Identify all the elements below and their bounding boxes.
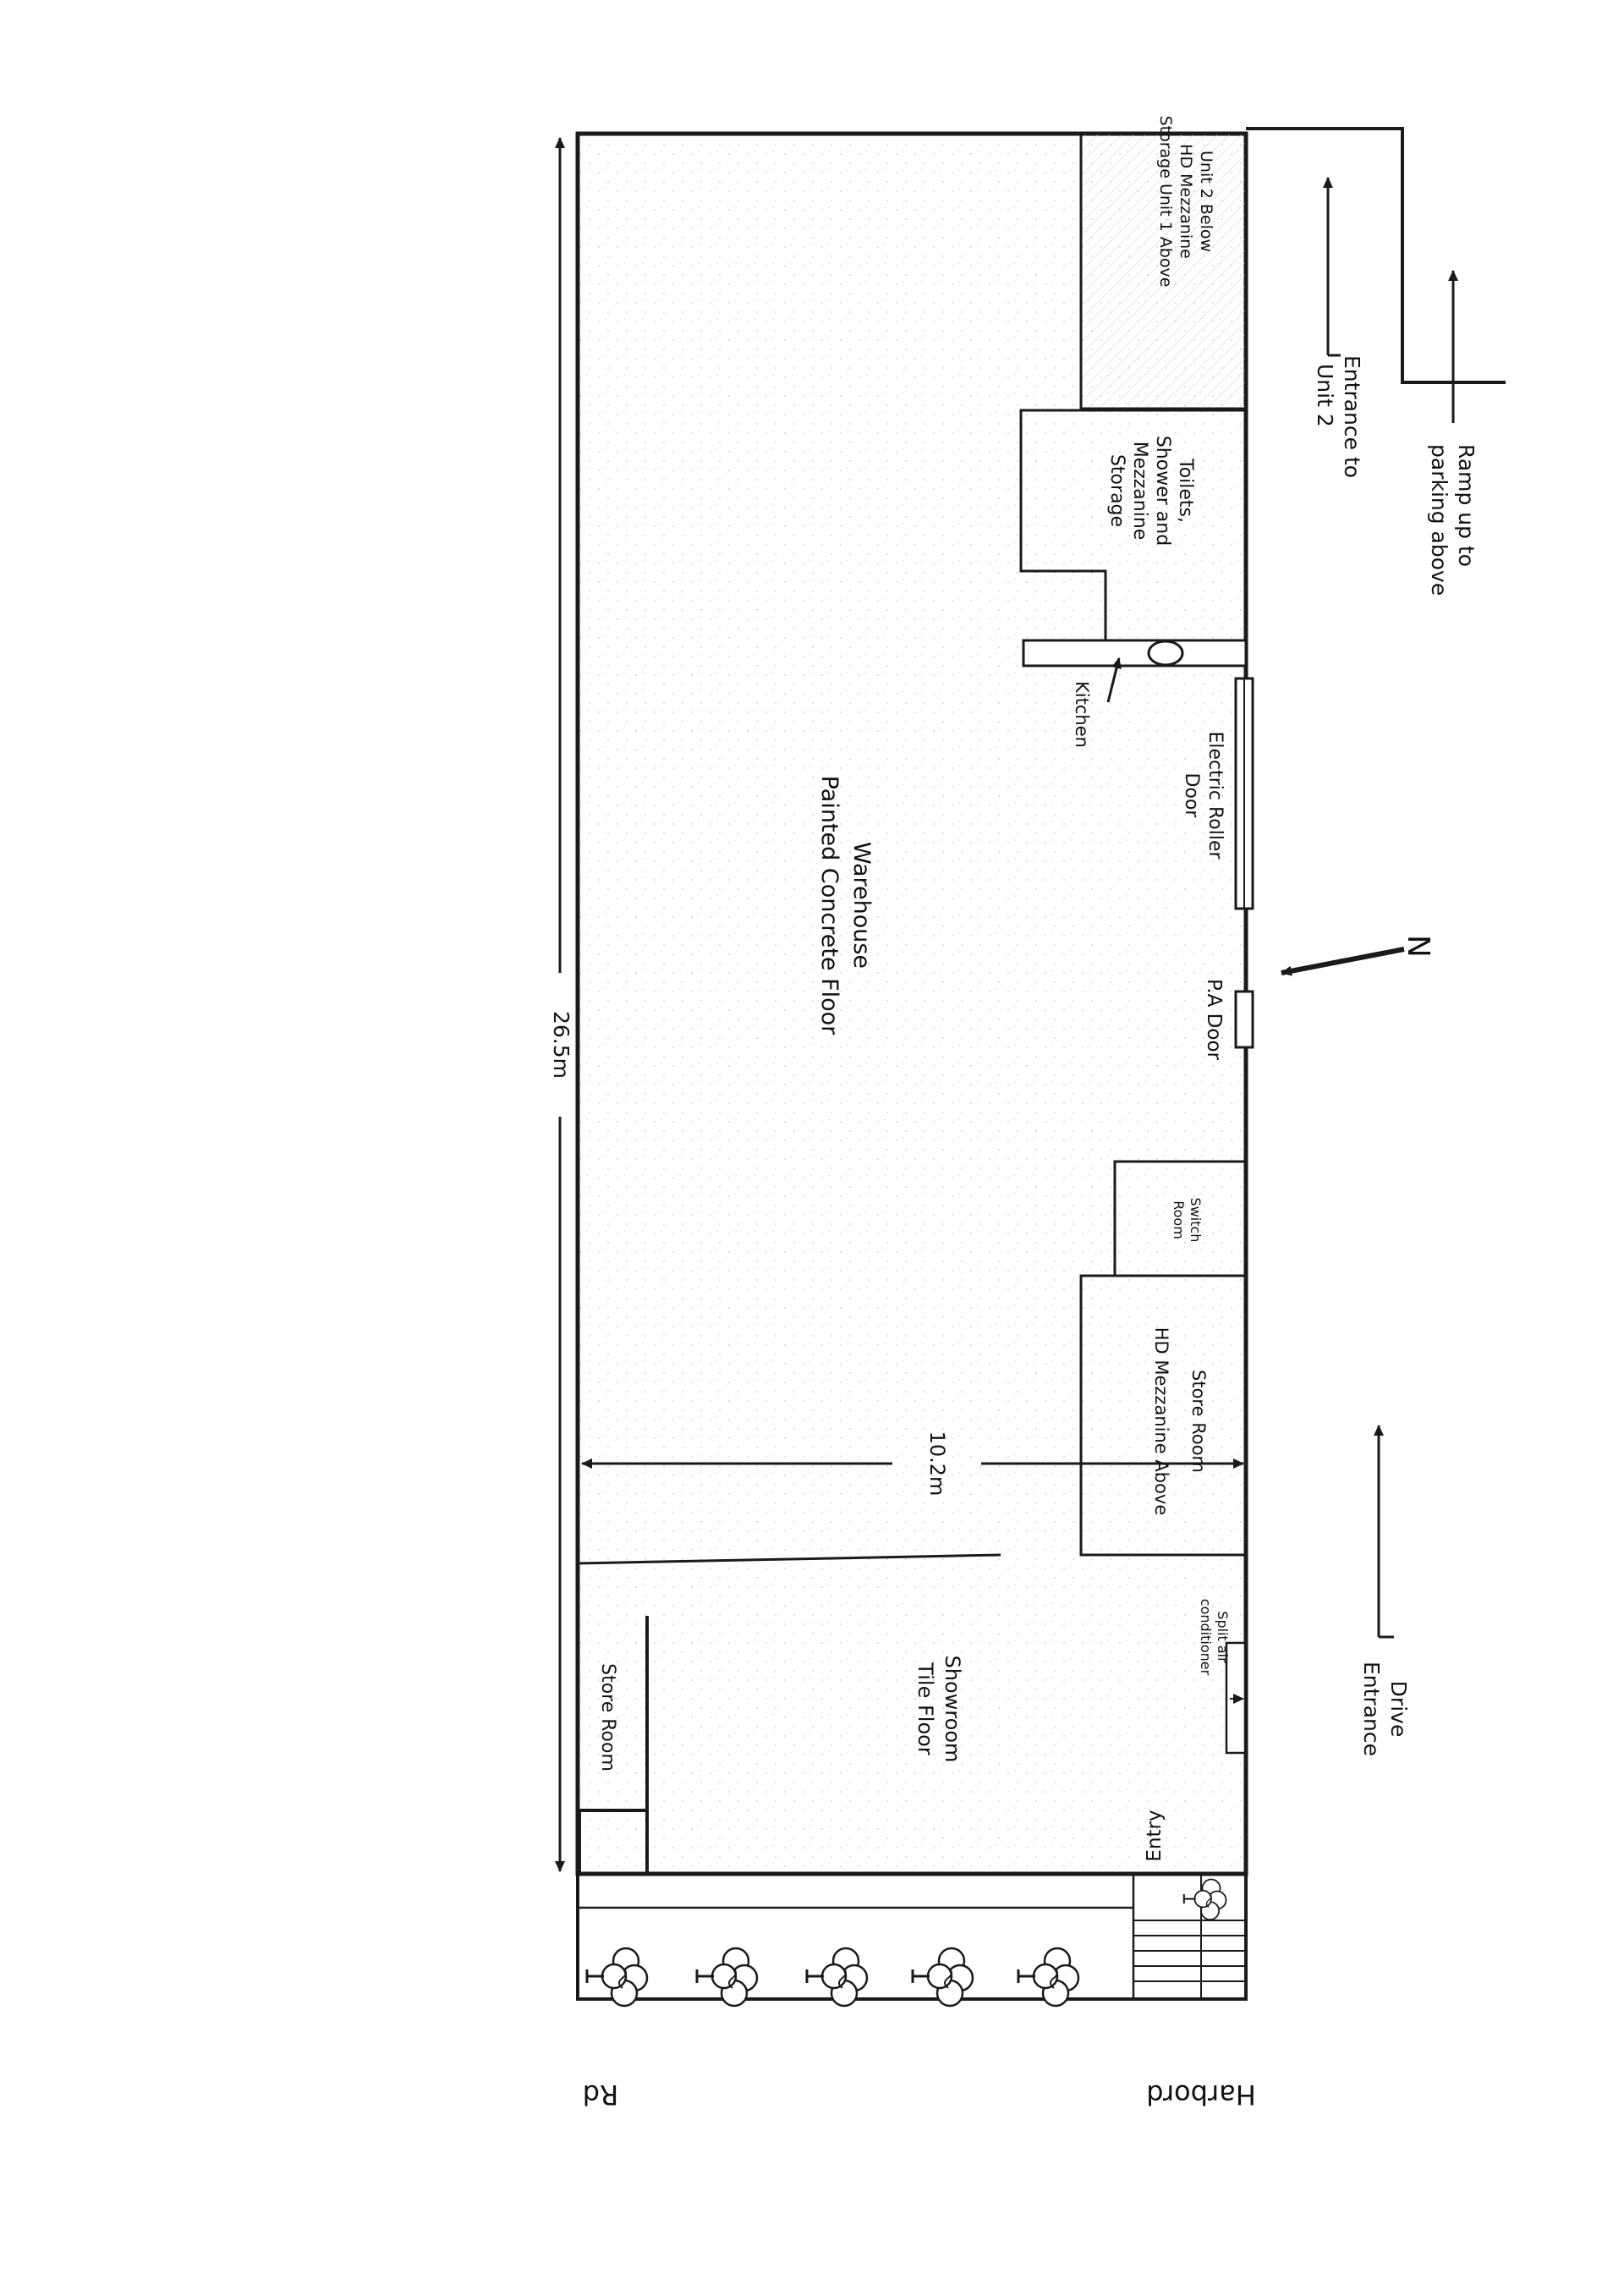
shrub-icon xyxy=(585,1947,649,2008)
unit2-label: Unit 2 BelowHD MezzanineStorage Unit 1 A… xyxy=(1156,116,1215,288)
split-air-label: Split airconditioner xyxy=(1198,1599,1231,1676)
entrance-unit2-label: Entrance toUnit 2 xyxy=(1313,355,1364,478)
showroom-partition xyxy=(577,1553,1001,1565)
shrub-icon xyxy=(695,1947,759,2008)
toilets-label: Toilets,Shower andMezzanineStorage xyxy=(1106,436,1196,546)
entry-label: Entry xyxy=(1144,1810,1166,1861)
length-label: 26.5m xyxy=(549,1011,573,1079)
north-label: N xyxy=(1401,935,1435,958)
shrub-icon xyxy=(805,1947,869,2008)
drive-entrance-label: DriveEntrance xyxy=(1359,1662,1411,1756)
pa-door-label: P.A Door xyxy=(1203,979,1225,1060)
north-arrow xyxy=(1281,947,1405,976)
kitchen-label: Kitchen xyxy=(1072,681,1092,748)
width-label: 10.2m xyxy=(925,1431,949,1497)
shrub-icon xyxy=(1017,1947,1080,2008)
ramp-boundary xyxy=(1246,127,1506,384)
small-store-label: Store Room xyxy=(597,1663,618,1771)
shrub-icon xyxy=(1182,1878,1227,1921)
kitchen-arrow xyxy=(1106,657,1122,703)
store-room-mezz-label: Store RoomHD Mezzanine Above xyxy=(1151,1327,1209,1516)
showroom-label: ShowroomTile Floor xyxy=(914,1656,964,1763)
kitchen-bench xyxy=(1022,639,1248,667)
ramp-label: Ramp up toparking above xyxy=(1427,444,1479,596)
road-name-harbord: Harbord xyxy=(1146,2079,1256,2111)
store-room-walls xyxy=(1079,1274,1246,1557)
entry-steps xyxy=(1133,1874,1246,1999)
warehouse-label: WarehousePainted Concrete Floor xyxy=(816,776,875,1035)
shrub-icon xyxy=(911,1947,974,2008)
unit2-room xyxy=(1079,132,1248,410)
pa-door xyxy=(1234,990,1254,1049)
switch-room-label: SwitchRoom xyxy=(1171,1198,1204,1243)
roller-door-label: Electric RollerDoor xyxy=(1181,731,1226,860)
sink-icon xyxy=(1147,640,1184,667)
building-outline xyxy=(575,131,1248,1876)
road-name-rd: Rd xyxy=(583,2079,619,2111)
